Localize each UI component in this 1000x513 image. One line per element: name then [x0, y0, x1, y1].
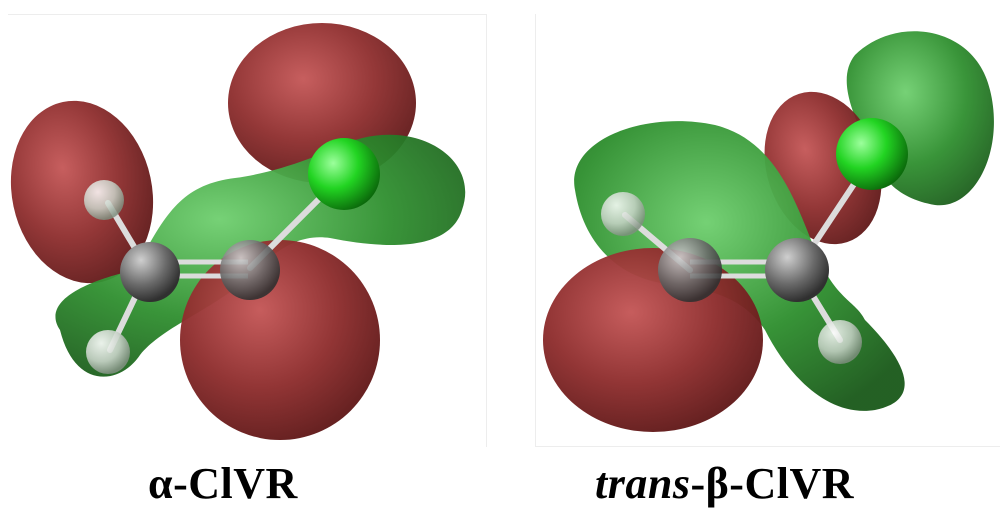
figure-caption-trans-beta: trans-β-ClVR	[595, 458, 854, 509]
red-lobe	[10, 100, 154, 284]
carbon-atom	[658, 238, 722, 302]
orbital-alpha-diagram	[10, 23, 466, 440]
figure-caption-alpha: α-ClVR	[148, 458, 298, 509]
chlorine-atom	[308, 138, 380, 210]
hydrogen-atom	[601, 192, 645, 236]
carbon-atom	[120, 242, 180, 302]
hydrogen-atom	[818, 320, 862, 364]
carbon-atom	[765, 238, 829, 302]
caption-prefix: α	[148, 459, 174, 508]
hydrogen-atom	[84, 180, 124, 220]
caption-rest: -ClVR	[173, 459, 298, 508]
figure-alpha: α-ClVR	[0, 0, 495, 513]
figure-trans-beta: trans-β-ClVR	[535, 0, 1000, 513]
orbital-trans-beta-diagram	[543, 31, 994, 432]
caption-italic: trans	[595, 459, 691, 508]
carbon-atom	[220, 240, 280, 300]
hydrogen-atom	[86, 330, 130, 374]
caption-rest: -β-ClVR	[690, 459, 854, 508]
chlorine-atom	[836, 118, 908, 190]
